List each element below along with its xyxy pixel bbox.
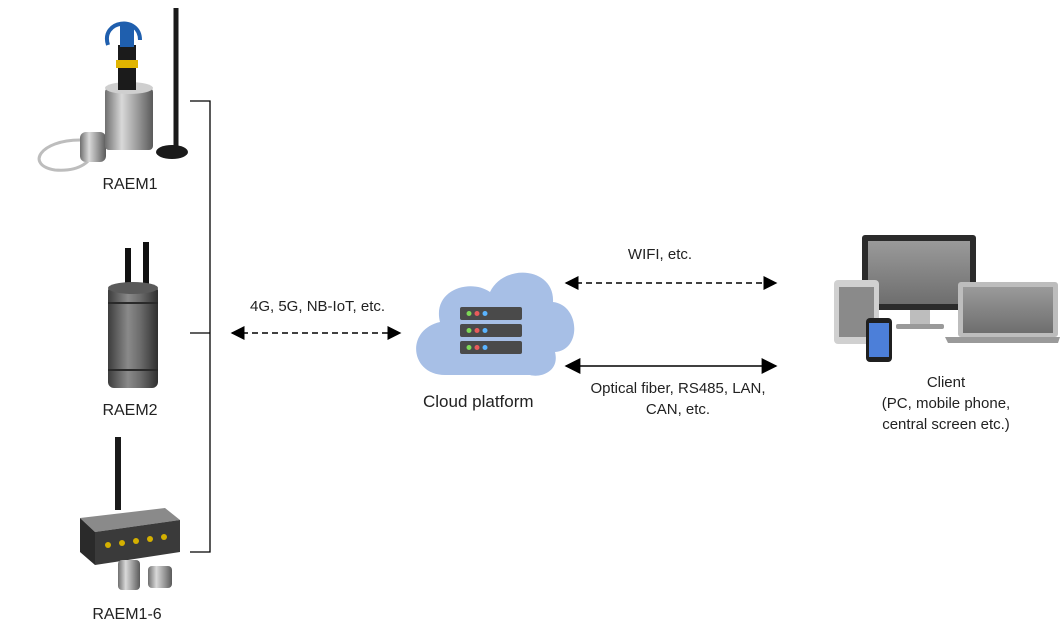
wifi-link-label: WIFI, etc. — [627, 246, 693, 263]
wired-link-label-line2: CAN, etc. — [645, 401, 711, 418]
raem1-6-device-image — [80, 437, 180, 590]
raem1-label: RAEM1 — [102, 176, 158, 193]
raem2-label: RAEM2 — [102, 402, 158, 419]
cloud-server-icon — [416, 272, 575, 376]
cloud-platform-label: Cloud platform — [423, 392, 534, 411]
multi-device-icon — [834, 235, 1060, 362]
wired-link-label-line1: Optical fiber, RS485, LAN, — [590, 380, 766, 397]
client-label-line3: central screen etc.) — [882, 416, 1010, 433]
device-cloud-link-label: 4G, 5G, NB-IoT, etc. — [250, 298, 386, 315]
raem1-device-image — [37, 8, 188, 172]
raem1-6-label: RAEM1-6 — [92, 606, 162, 623]
client-label-line2: (PC, mobile phone, — [881, 395, 1011, 412]
client-label-line1: Client — [926, 374, 966, 391]
device-bracket — [190, 100, 211, 553]
raem2-device-image — [108, 242, 158, 388]
